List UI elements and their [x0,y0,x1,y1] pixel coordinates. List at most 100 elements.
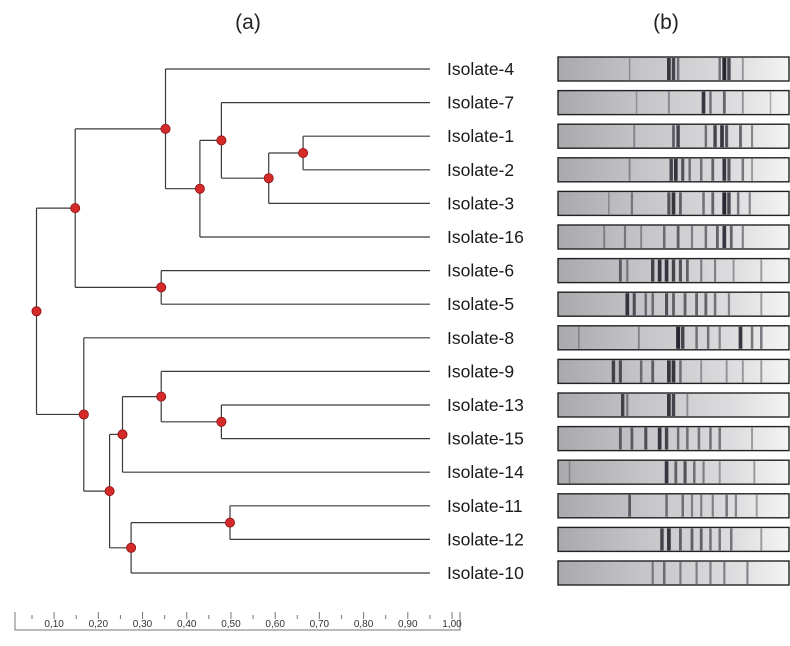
gel-band [760,360,763,383]
isolate-label: Isolate-1 [447,126,514,146]
gel-band [722,226,727,248]
gel-band [695,562,698,584]
gel-band [577,326,580,349]
gel-band [725,494,728,517]
gel-lane-frame [557,392,790,418]
gel-band [679,360,682,383]
gel-band [626,259,629,282]
gel-lane [557,526,790,553]
gel-lane-frame [557,459,790,485]
gel-band [671,58,676,80]
cluster-node-n7123 [216,135,227,146]
gel-band [672,293,675,316]
gel-band [746,562,749,584]
gel-band [679,562,682,584]
gel-band [751,427,753,450]
gel-band [663,226,666,248]
gel-lane-frame [557,123,790,149]
gel-band [681,158,685,181]
scale-tick-label: 0,80 [354,619,374,630]
isolate-label: Isolate-6 [447,261,514,281]
isolate-label: Isolate-12 [447,529,524,549]
gel-lane-frame [557,358,790,385]
gel-band [663,562,666,584]
gel-lane-frame [557,493,790,519]
gel-band [734,494,737,517]
isolate-label: Isolate-14 [447,462,524,482]
gel-band [639,360,643,383]
gel-band [701,91,706,114]
panel-label-a: (a) [235,11,261,34]
gel-lane-background [558,527,789,552]
gel-band [706,326,710,349]
gel-lane-frame [557,291,790,317]
gel-band [685,259,689,282]
scale-tick-label: 0,40 [177,619,197,630]
gel-band [760,528,763,551]
gel-band [729,226,733,248]
gel-band [630,192,634,215]
gel-band [755,494,758,517]
gel-band [667,394,671,416]
gel-band [628,58,631,80]
scale-tick-label: 0,50 [221,619,241,630]
cluster-node-n14 [117,429,128,440]
gel-lane [557,358,790,385]
gel-band [704,293,708,316]
cluster-node-n10 [126,542,137,553]
gel-band [651,259,655,282]
gel-lane [557,291,790,317]
gel-band [664,259,669,282]
gel-lane-background [558,493,789,518]
gel-band [760,293,763,316]
gel-band [699,528,703,551]
gel-lane [557,560,790,586]
gel-lane-frame [557,325,790,351]
gel-lane-frame [557,425,790,452]
dendrogram-branches [33,68,430,574]
gel-band [711,192,715,215]
gel-band [671,192,676,215]
cluster-node-nLow [104,486,115,497]
gel-band [679,192,682,215]
gel-band [741,91,744,114]
gel-band [739,125,742,148]
gel-band [671,394,676,416]
gel-band [568,461,571,484]
gel-band [725,125,729,148]
gel-band [760,326,763,349]
gel-band [637,326,640,349]
gel-band [686,427,689,450]
gel-band [632,293,636,316]
cluster-node-root [31,306,42,317]
gel-band [667,192,671,215]
gel-band [667,91,670,114]
cluster-node-n9 [156,391,167,402]
gel-lane [557,89,790,116]
gel-band [664,427,669,450]
gel-band [738,326,743,349]
scale-tick-label: 0,90 [398,619,418,630]
gel-band [660,528,664,551]
gel-band [683,461,687,484]
gel-band [686,394,689,416]
gel-band [713,293,717,316]
gel-band [681,494,684,517]
gel-band [608,192,610,215]
gel-band [722,192,727,215]
gel-band [644,427,648,450]
gel-band [709,528,712,551]
cluster-node-nTop [70,203,81,214]
gel-band [676,125,680,148]
gel-band [651,360,655,383]
gel-band [699,158,703,181]
gel-lane [557,325,790,351]
gel-band [681,326,685,349]
gel-lane-frame [557,526,790,553]
gel-band [676,326,681,349]
isolate-label: Isolate-13 [447,395,524,415]
gel-lane-background [558,460,789,485]
gel-lane-background [558,325,789,350]
cluster-node-n123 [263,173,274,184]
